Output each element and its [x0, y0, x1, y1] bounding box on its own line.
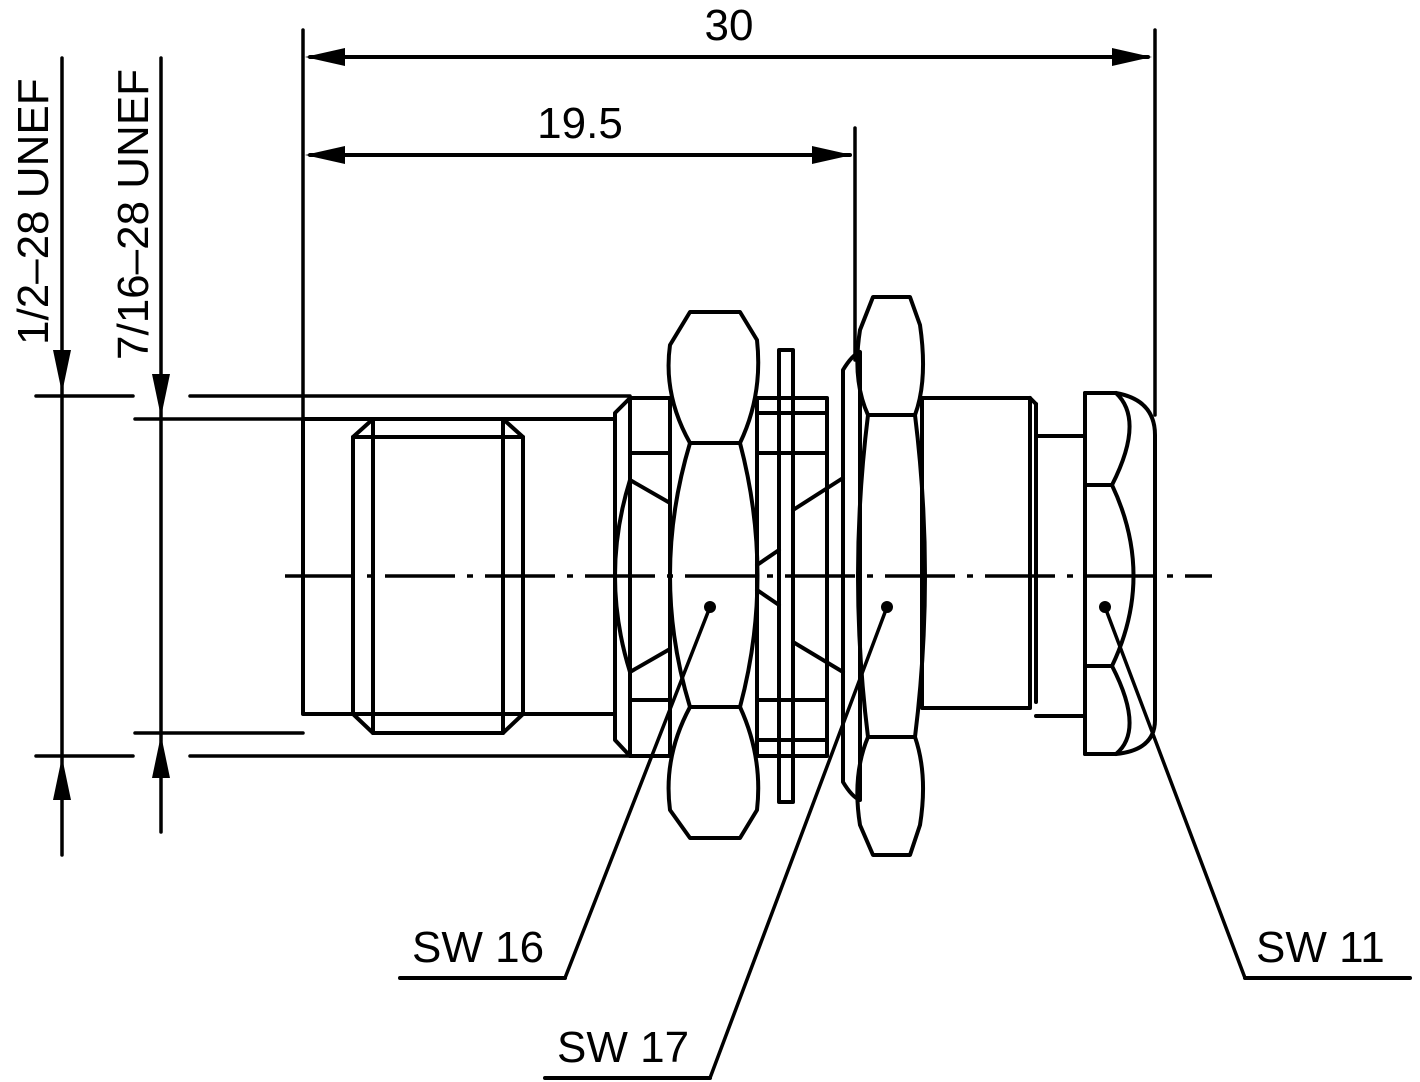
- thread-dimension-inner: 7/16–28 UNEF: [109, 56, 170, 834]
- wrench-size-sw17: SW 17: [557, 1023, 689, 1072]
- washer: [755, 348, 845, 804]
- dimension-19-5-label: 19.5: [537, 99, 623, 148]
- thread-outer-label: 1/2–28 UNEF: [9, 78, 58, 345]
- dimension-19-5: 19.5: [305, 99, 857, 362]
- dimension-30-label: 30: [705, 1, 754, 50]
- hex-nut-sw11: [1083, 391, 1157, 756]
- wrench-size-sw11: SW 11: [1256, 923, 1385, 972]
- right-body: [920, 396, 1087, 718]
- thread-inner-label: 7/16–28 UNEF: [109, 69, 158, 360]
- leader-sw11: SW 11: [1099, 601, 1412, 980]
- wrench-size-sw16: SW 16: [412, 923, 544, 972]
- leader-sw17: SW 17: [543, 601, 893, 1080]
- dimension-30: 30: [301, 1, 1157, 422]
- thread-dimension-outer: 1/2–28 UNEF: [9, 56, 135, 857]
- leader-sw16: SW 16: [398, 601, 716, 980]
- extension-lines: [133, 394, 632, 758]
